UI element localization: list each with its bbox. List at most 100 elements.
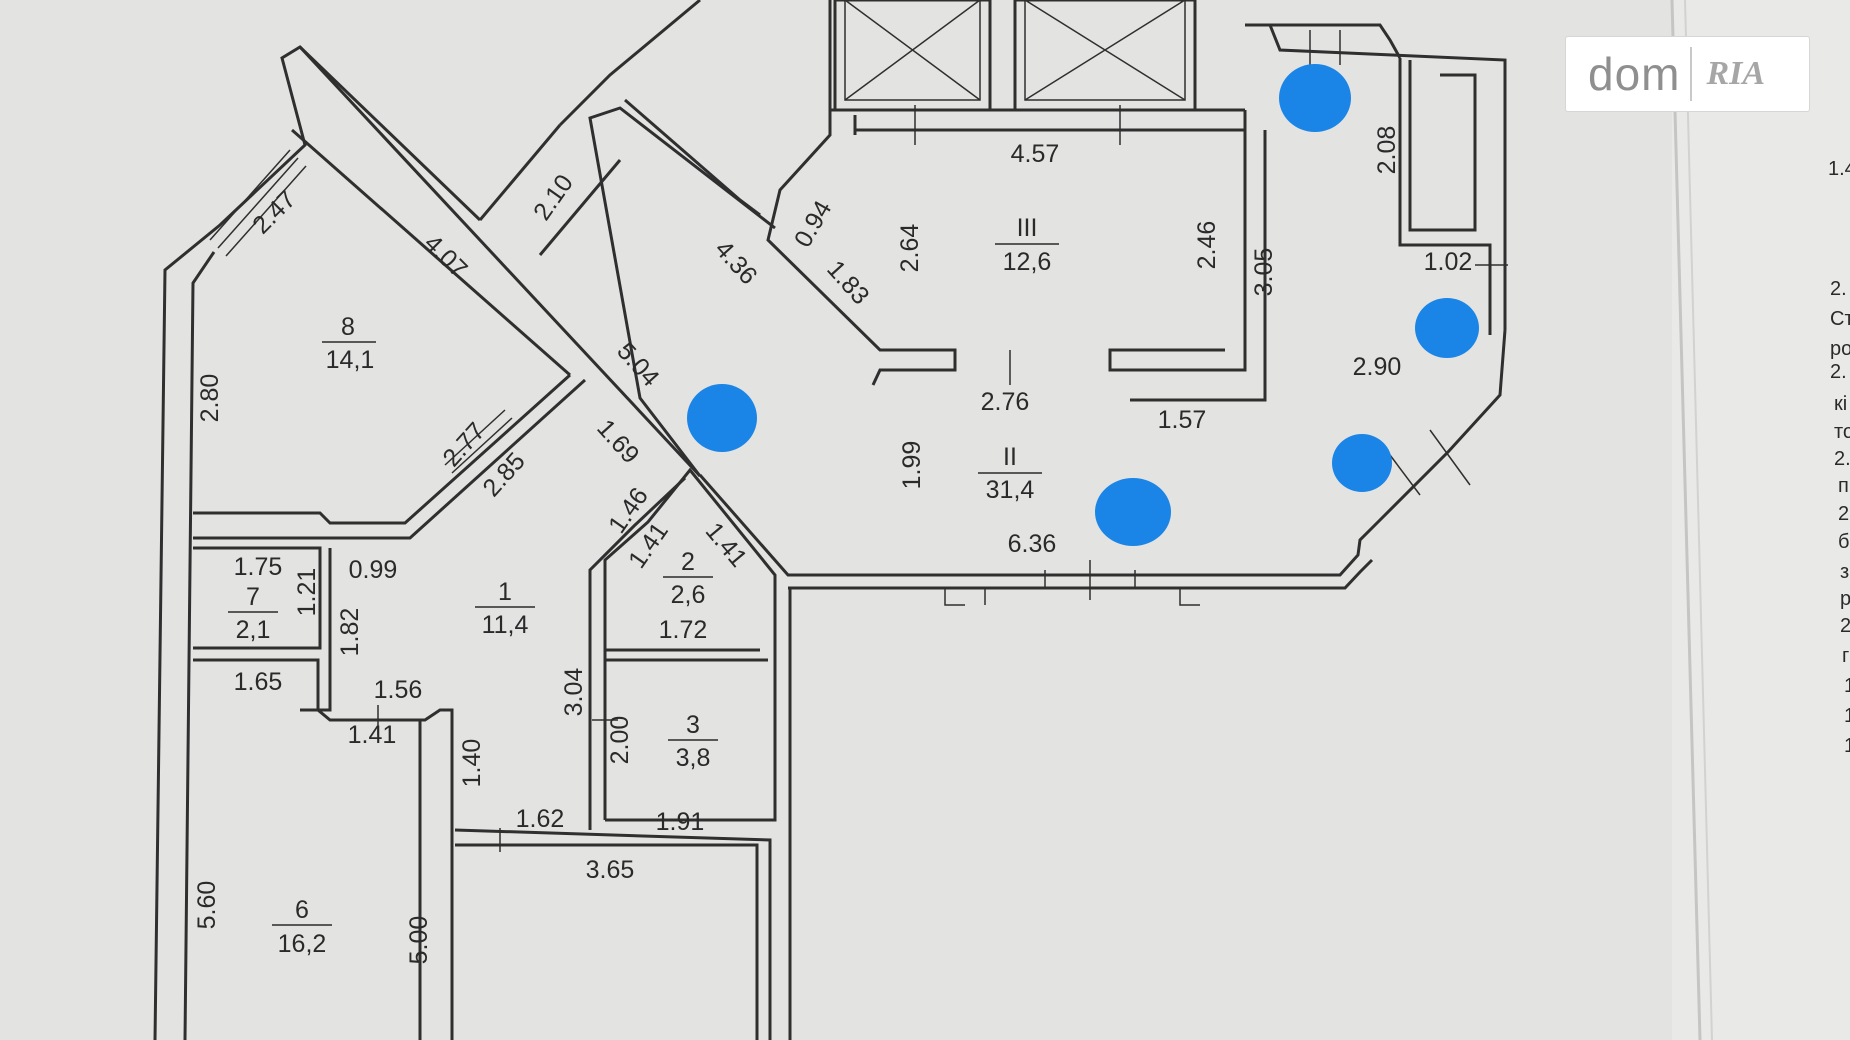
dimension-label: 2.64 <box>896 224 924 273</box>
dimension-label: 1.57 <box>1158 406 1207 434</box>
room-1-label: 1 11,4 <box>475 578 535 639</box>
blue-marker <box>1095 478 1171 546</box>
room-8-number: 8 <box>341 313 355 341</box>
wall-balcony-east <box>1408 60 1477 232</box>
dimension-label: 1.41 <box>348 721 397 749</box>
blue-marker <box>687 384 757 452</box>
adjacent-page-text-fragment: з <box>1840 561 1849 583</box>
adjacent-page-text-fragment: б <box>1838 531 1849 553</box>
page-edge-line <box>1684 0 1713 1040</box>
room-8-area: 14,1 <box>326 346 375 374</box>
adjacent-page-text-fragment: 2. <box>1830 278 1847 300</box>
window-hall-II-east <box>1389 429 1471 496</box>
wall-east <box>1268 24 1507 330</box>
wall-hall-II-north <box>588 106 776 477</box>
dimension-label: 2.46 <box>1193 221 1221 270</box>
blue-marker <box>1332 434 1392 492</box>
wall-room-8-south-outer <box>193 378 587 540</box>
window-hall-II-south <box>1044 560 1136 600</box>
wall-room-below <box>455 843 759 1040</box>
adjacent-page-text-fragment: 2. <box>1834 448 1850 470</box>
adjacent-page-text-fragment: ро <box>1830 338 1850 360</box>
dimension-label: 1.56 <box>374 676 423 704</box>
dimension-label: 2.80 <box>196 374 224 423</box>
dimension-label: 2.00 <box>606 716 634 765</box>
wall-room-8-south <box>193 373 572 525</box>
room-II-number: II <box>1003 443 1017 471</box>
logo-ria-mark: RIA <box>1706 55 1766 92</box>
adjacent-page-text-fragment: 1 <box>1844 675 1850 697</box>
dimension-label: 5.60 <box>193 881 221 930</box>
dimension-label: 2.90 <box>1353 353 1402 381</box>
wall-room-7 <box>193 546 322 650</box>
room-7-number: 7 <box>246 583 260 611</box>
adjacent-page-text-fragment: п <box>1838 475 1849 497</box>
adjacent-page-text-fragment: Ст <box>1830 308 1850 330</box>
room-2-area: 2,6 <box>671 581 706 609</box>
diagonal-wall-8-II <box>298 45 702 478</box>
dimension-label: 1.02 <box>1424 248 1473 276</box>
wall-room-1-south <box>454 828 772 1040</box>
diagonal-wall-8-inner <box>291 128 571 377</box>
wall-room-1-east <box>588 476 687 830</box>
dom-ria-logo: dom RIA <box>1565 36 1810 112</box>
elevator-shaft-1-inner <box>844 0 981 101</box>
blue-marker <box>1279 64 1351 132</box>
room-III-label: III 12,6 <box>995 214 1059 276</box>
logo-separator <box>1690 47 1693 101</box>
room-6-area: 16,2 <box>278 930 327 958</box>
dimension-label: 5.00 <box>405 916 433 965</box>
wall-hall-II-south <box>698 329 1507 577</box>
door-room-8 <box>444 409 513 474</box>
dimension-label: 3.65 <box>586 856 635 884</box>
dimension-label: 1.82 <box>336 608 364 657</box>
elevator-shafts <box>830 0 1247 145</box>
outer-wall-west-inner <box>183 251 216 1040</box>
room-2-number: 2 <box>681 548 695 576</box>
dimension-label: 2.76 <box>981 388 1030 416</box>
dimension-label: 4.57 <box>1011 140 1060 168</box>
wall-stair-north <box>1245 23 1402 59</box>
room-labels: 8 14,1 7 2,1 1 11,4 2 2,6 3 3,8 6 16,2 <box>228 214 1059 958</box>
wall-room-2-3-outer <box>603 467 777 822</box>
dimension-label: 1.62 <box>516 805 565 833</box>
wall-stubs <box>944 588 1200 606</box>
wall-east-inner <box>1398 58 1492 335</box>
wall-room-7-east <box>300 548 332 712</box>
room-6-label: 6 16,2 <box>272 896 332 958</box>
adjacent-page-text-fragment: кі <box>1834 393 1847 415</box>
dimension-label: 1.40 <box>458 739 486 788</box>
adjacent-page-text-fragment: то <box>1834 421 1850 443</box>
window-room-8 <box>209 149 307 257</box>
dimension-label: 1.99 <box>898 441 926 490</box>
dimension-label: 1.72 <box>659 616 708 644</box>
room-III-number: III <box>1017 214 1038 242</box>
wall-room-III <box>855 128 1247 372</box>
adjacent-page-text-fragment: 1 <box>1844 735 1850 757</box>
adjacent-page-text-fragment: 1.4 <box>1828 158 1850 180</box>
adjacent-page-text-fragment: 2. <box>1830 361 1847 383</box>
adjacent-page-text-fragment: 1 <box>1844 705 1850 727</box>
wall-room-III-outer <box>1130 130 1267 402</box>
elevator-shaft-2-inner <box>1024 0 1186 101</box>
dimension-label: 0.99 <box>349 556 398 584</box>
dimension-label: 1.91 <box>656 808 705 836</box>
door-stair <box>1309 30 1341 65</box>
adjacent-page-text-fragment: 2. <box>1840 615 1850 637</box>
dimension-label: 1.75 <box>234 553 283 581</box>
adjacent-page <box>1672 0 1850 1040</box>
dimension-label: 1.65 <box>234 668 283 696</box>
room-7-label: 7 2,1 <box>228 583 278 644</box>
room-2-label: 2 2,6 <box>663 548 713 609</box>
dimension-label: 3.04 <box>560 668 588 717</box>
wall-north-west-stub <box>478 124 562 221</box>
elevator-lobby-wall <box>830 108 1247 135</box>
wall-north-west-inner <box>538 159 622 256</box>
elevator-doors <box>914 105 1121 145</box>
dimension-label: 3.05 <box>1250 248 1278 297</box>
room-3-label: 3 3,8 <box>668 711 718 772</box>
wall-room-III-west <box>766 0 957 386</box>
